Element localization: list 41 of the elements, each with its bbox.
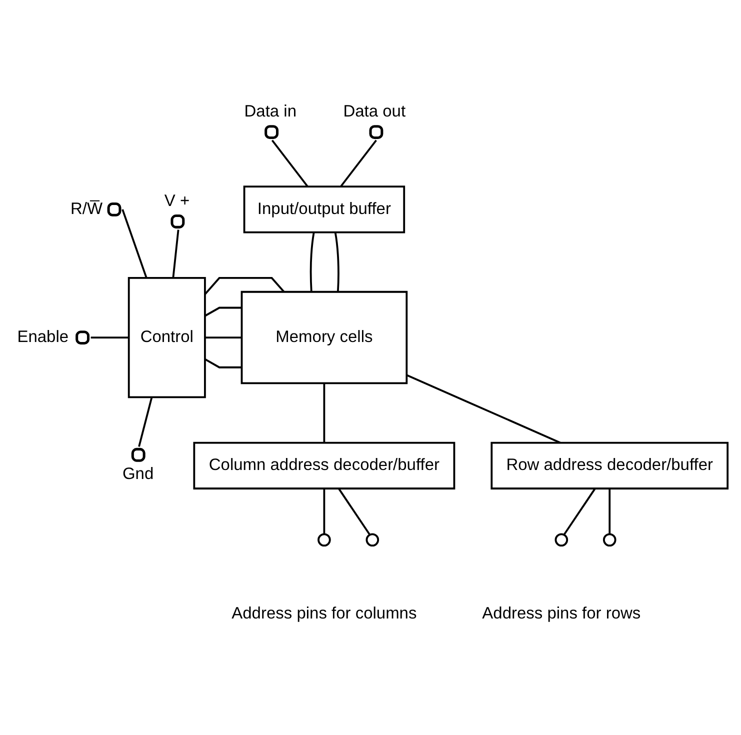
connector — [172, 229, 180, 277]
connector — [334, 232, 340, 292]
connector — [271, 139, 308, 186]
node-label: Data in — [244, 102, 297, 120]
node-circle — [318, 532, 331, 546]
connector — [563, 488, 596, 534]
node-box: Control — [128, 276, 206, 398]
connector — [323, 382, 326, 442]
node-circle — [131, 447, 146, 462]
node-circle — [602, 532, 616, 546]
node-label: V + — [164, 192, 190, 210]
node-box: Row address decoder/buffer — [490, 441, 729, 489]
label: Address pins for rows — [482, 604, 641, 622]
node-circle — [264, 124, 279, 139]
node-label: Enable — [17, 327, 69, 346]
connector — [310, 232, 315, 292]
connector — [204, 276, 285, 294]
node-label: R/W̅ — [70, 199, 103, 218]
node-label: Gnd — [122, 464, 154, 482]
node-box: Column address decoder/buffer — [193, 441, 456, 489]
connector — [138, 397, 153, 446]
connector — [608, 488, 611, 534]
connector — [205, 336, 242, 338]
connector — [204, 358, 242, 368]
connector — [204, 306, 242, 316]
node-circle — [554, 532, 568, 546]
label: Address pins for columns — [232, 604, 417, 622]
node-box: Memory cells — [240, 290, 408, 384]
node-label: Data out — [343, 102, 406, 120]
node-circle — [76, 330, 90, 344]
node-circle — [366, 532, 380, 546]
node-circle — [170, 214, 185, 228]
connector — [323, 488, 326, 534]
node-box: Input/output buffer — [243, 185, 406, 233]
connector — [90, 336, 129, 338]
connector — [338, 488, 370, 534]
connector — [122, 208, 148, 278]
node-circle — [369, 124, 384, 139]
connector — [406, 374, 561, 444]
node-circle — [107, 202, 122, 216]
connector — [340, 139, 377, 186]
